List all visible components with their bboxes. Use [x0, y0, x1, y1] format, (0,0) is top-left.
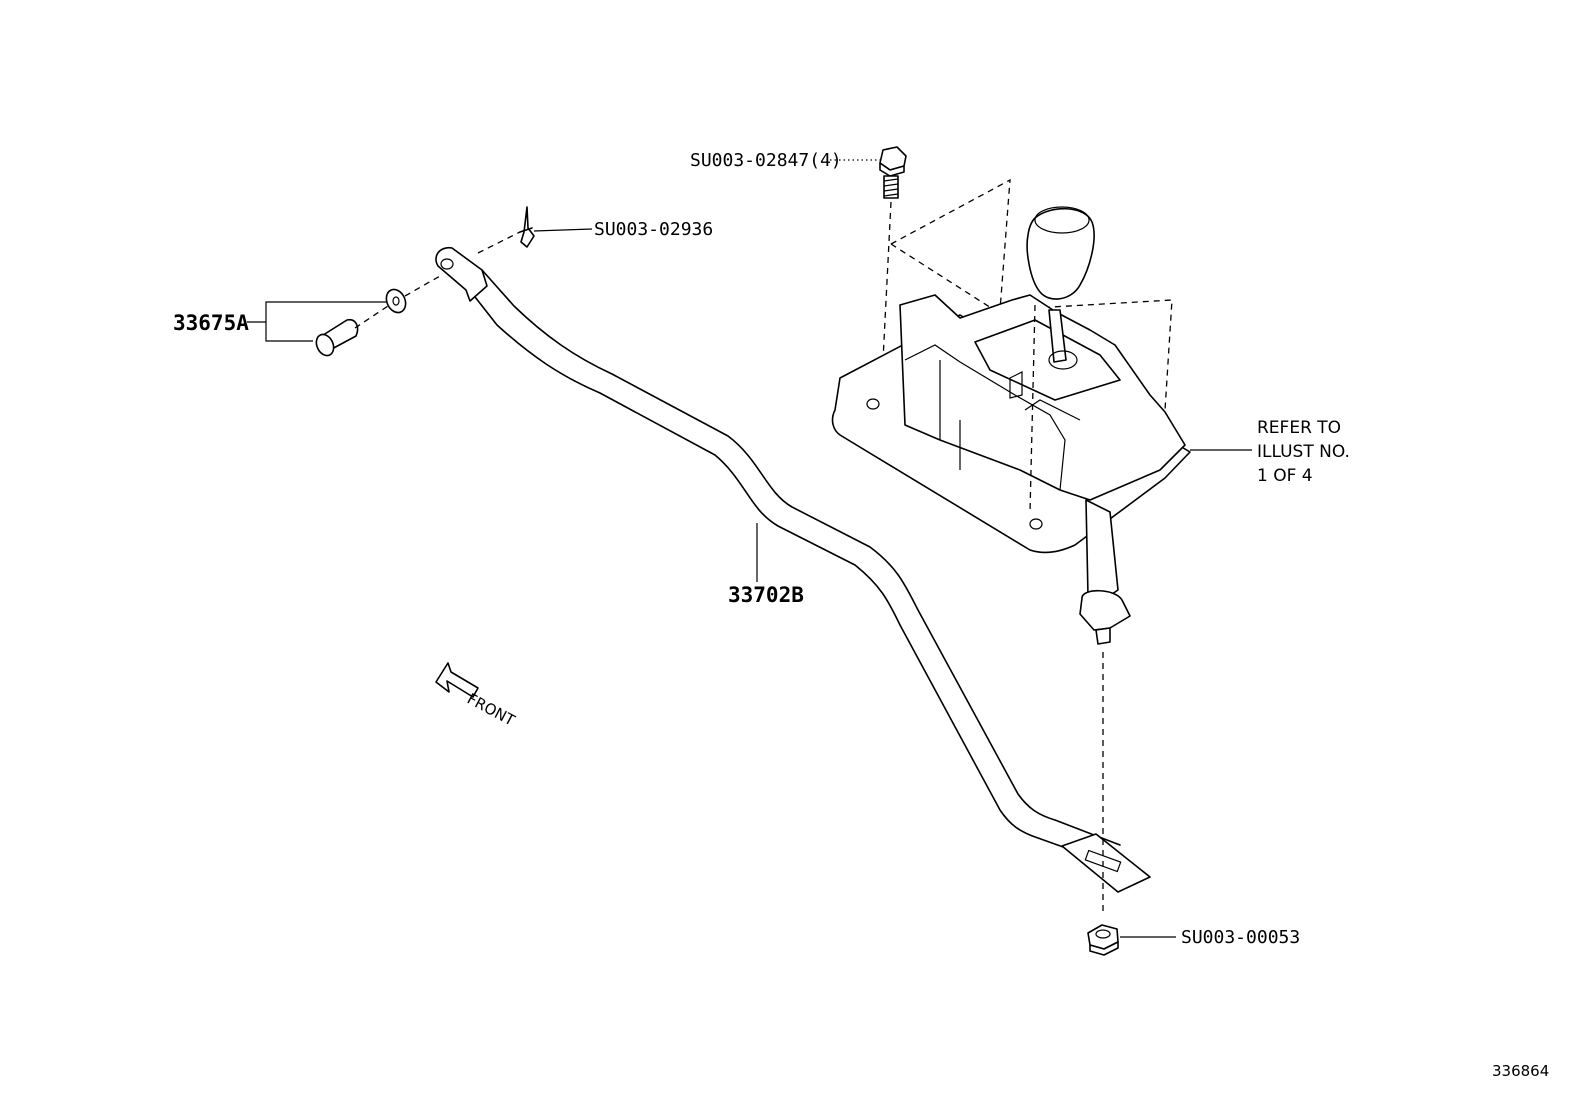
label-refer-line3: 1 OF 4 [1257, 466, 1313, 486]
label-clip: SU003-02936 [594, 219, 713, 240]
shifter-assembly [831, 178, 1191, 645]
label-bolt: SU003-02847(4) [690, 150, 842, 171]
front-arrow-icon [435, 662, 479, 698]
label-refer-line2: ILLUST NO. [1257, 442, 1350, 462]
pin-and-washer [247, 288, 407, 357]
figure-id: 336864 [1492, 1062, 1549, 1080]
label-rod: 33702B [728, 583, 804, 607]
bolt-part [830, 146, 907, 199]
clip-part [519, 206, 593, 248]
label-front: FRONT [464, 690, 518, 730]
label-refer-line1: REFER TO [1257, 418, 1341, 438]
label-pin-washer: 33675A [173, 311, 249, 335]
label-nut: SU003-00053 [1181, 927, 1300, 948]
shift-rod [435, 246, 1151, 893]
nut-part [1087, 924, 1176, 956]
